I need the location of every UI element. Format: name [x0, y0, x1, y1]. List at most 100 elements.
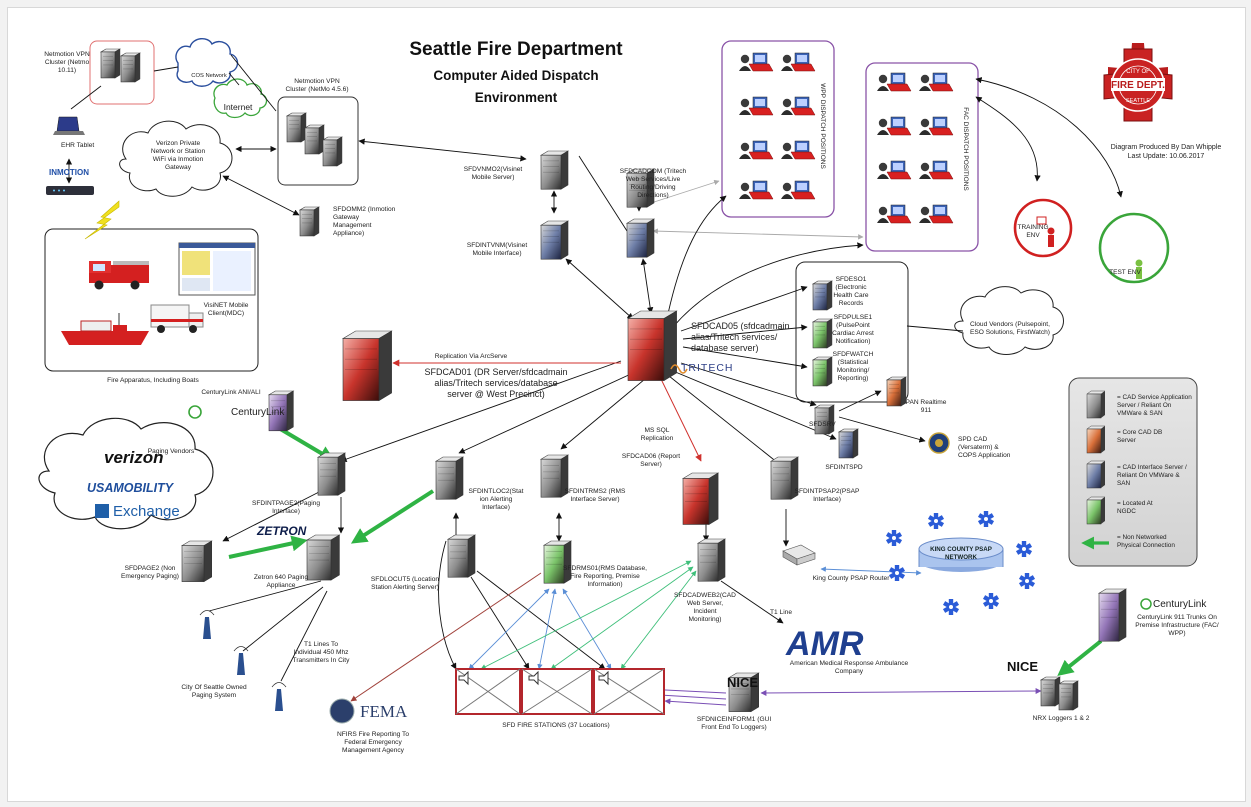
- inmotion-modem-icon: [46, 186, 94, 195]
- server-sfdpage2: [180, 540, 213, 583]
- link-cad05-psap: [668, 375, 784, 468]
- label-spd-cad: (Versaterm) &: [958, 444, 999, 451]
- server-sfdcadcom-2: [625, 218, 656, 258]
- legend-text: Reliant On VMWare &: [1117, 472, 1180, 479]
- label-sfdpage2: Emergency Paging): [121, 573, 179, 580]
- star-of-life-icon: [888, 565, 906, 581]
- label-sfdpulse1: (PulsePoint: [836, 322, 870, 329]
- label-sfdeso1: SFDESO1: [836, 276, 867, 283]
- fac-workstation-3: [877, 116, 912, 136]
- king-county-label-1: KING COUNTY PSAP: [930, 546, 992, 553]
- label-sfdomm2: Management: [333, 222, 372, 229]
- ehr-tablet-icon: [53, 116, 85, 135]
- fire-dept-badge: CITY OF FIRE DEPT. SEATTLE: [1103, 43, 1173, 122]
- label-sfdfwatch: SFDFWATCH: [833, 351, 874, 358]
- legend-text: VMWare & SAN: [1117, 410, 1163, 417]
- training-person-icon: [1036, 216, 1055, 247]
- diagram-subtitle-1: Computer Aided Dispatch: [433, 68, 598, 83]
- badge-top-text: CITY OF: [1126, 69, 1150, 75]
- label-centurylink-911: WPP): [1168, 630, 1185, 637]
- star-of-life-icon: [942, 599, 960, 615]
- amr-brand: AMR: [785, 625, 864, 663]
- label-sfdintrms2: SFDINTRMS2 (RMS: [565, 488, 626, 495]
- label-sfdeso1: Records: [839, 300, 864, 307]
- label-cloud-vendors: ESO Solutions, FirstWatch): [970, 329, 1050, 336]
- fire-stations: [455, 668, 665, 715]
- radio-tower-icon: [199, 610, 215, 639]
- label-zetron-appliance: Zetron 640 Paging: [254, 574, 309, 581]
- label-sfdintpsap2: Interface): [813, 496, 841, 503]
- wpp-workstation-4: [781, 96, 816, 116]
- link-cad05-fwatch: [682, 346, 808, 370]
- legend-text: = CAD Interface Server /: [1117, 464, 1187, 471]
- label-sfdomm2: Appliance): [333, 230, 364, 237]
- label-sfdcadweb2: Monitoring): [689, 616, 722, 623]
- link-nice-station-c: [664, 698, 727, 706]
- star-of-life-icon: [1018, 573, 1036, 589]
- link-zetron-tower2: [242, 586, 324, 652]
- server-sfdpulse1: [811, 318, 833, 349]
- king-county-label-2: NETWORK: [945, 554, 977, 561]
- server-netmotion-small-2: [119, 52, 141, 83]
- label-sfdcad01: SFDCAD01 (DR Server/sfdcadmain: [424, 367, 567, 377]
- greenlight-lines: [480, 560, 697, 670]
- label-sfdfwatch: Monitoring/: [837, 367, 870, 374]
- label-sfdfwatch: Reporting): [838, 375, 869, 382]
- link-zetron-tower3: [280, 590, 328, 682]
- fac-workstation-1: [877, 72, 912, 92]
- link-web-station3: [620, 570, 697, 670]
- label-sfdpage2: SFDPAGE2 (Non: [125, 565, 176, 572]
- label-nfirs: NFIRS Fire Reporting To: [337, 731, 409, 738]
- label-fire-stations: SFD FIRE STATIONS (37 Locations): [502, 722, 609, 729]
- label-nfirs: Management Agency: [342, 747, 405, 754]
- fac-workstation-4: [919, 116, 954, 136]
- label-sfdeso1: (Electronic: [835, 284, 867, 291]
- link-cad05-wpp: [665, 195, 727, 324]
- legend-text: = Non Networked: [1117, 534, 1167, 541]
- label-sfdintpsap2: SFDINTPSAP2(PSAP: [795, 488, 860, 495]
- label-sfdintloc2: Interface): [482, 504, 510, 511]
- training-env-line-1: TRAINING: [1017, 224, 1048, 231]
- label-replication-arcserve: Replication Via ArcServe: [435, 353, 508, 360]
- legend-text: = Located At: [1117, 500, 1153, 507]
- verizon-private-cloud: [119, 120, 233, 197]
- label-netmotion-vpn-cluster: Cluster (NetMo 4.5.6): [285, 86, 348, 93]
- wpp-workstation-6: [781, 140, 816, 160]
- diagram-sheet: Seattle Fire Department Computer Aided D…: [7, 7, 1246, 802]
- label-pan-realtime: 911: [921, 407, 932, 414]
- diagram-title: Seattle Fire Department: [409, 39, 623, 60]
- label-t1-line: T1 Line: [770, 609, 792, 616]
- label-t1-lines: Transmitters In City: [293, 657, 351, 664]
- label-sfdcadcom: SFDCADCOM (Tritech: [620, 168, 687, 175]
- radio-tower-icon: [233, 646, 249, 675]
- server-sfdcad01: [341, 330, 393, 402]
- nice-brand-right: NICE: [1007, 659, 1038, 674]
- label-sfdomm2: SFDOMM2 (Inmotion: [333, 206, 396, 213]
- server-sfdintpsap2: [769, 456, 800, 500]
- label-visinet-mobile: VisiNET Mobile: [204, 302, 249, 309]
- label-paging-vendors: Paging Vendors: [148, 448, 195, 455]
- label-sfdrms01: Fire Reporting, Premise: [570, 573, 640, 580]
- wireless-bolt-icon: [84, 200, 120, 240]
- physical-connections: [228, 425, 1103, 676]
- legend-text: = CAD Service Application: [1117, 394, 1192, 401]
- label-sfdintrms2: Interface Server): [570, 496, 619, 503]
- ambulance-icon: [150, 304, 204, 333]
- label-sfdfwatch: (Statistical: [838, 359, 869, 366]
- label-sfdcad01: alias/Tritech services/database: [434, 378, 557, 388]
- exchange-brand: Exchange: [113, 503, 180, 520]
- legend-text: Server / Reliant On: [1117, 402, 1172, 409]
- server-sfdintspd: [837, 428, 859, 459]
- label-amr-caption: Company: [835, 668, 864, 675]
- server-sfdniceinform1: [727, 672, 760, 713]
- label-sfdintspd: SFDINTSPD: [825, 464, 863, 471]
- label-sfdvnmo2: Mobile Server): [472, 174, 515, 181]
- label-sfdpulse1: Notification): [836, 338, 871, 345]
- server-sfdintpage2: [316, 452, 347, 496]
